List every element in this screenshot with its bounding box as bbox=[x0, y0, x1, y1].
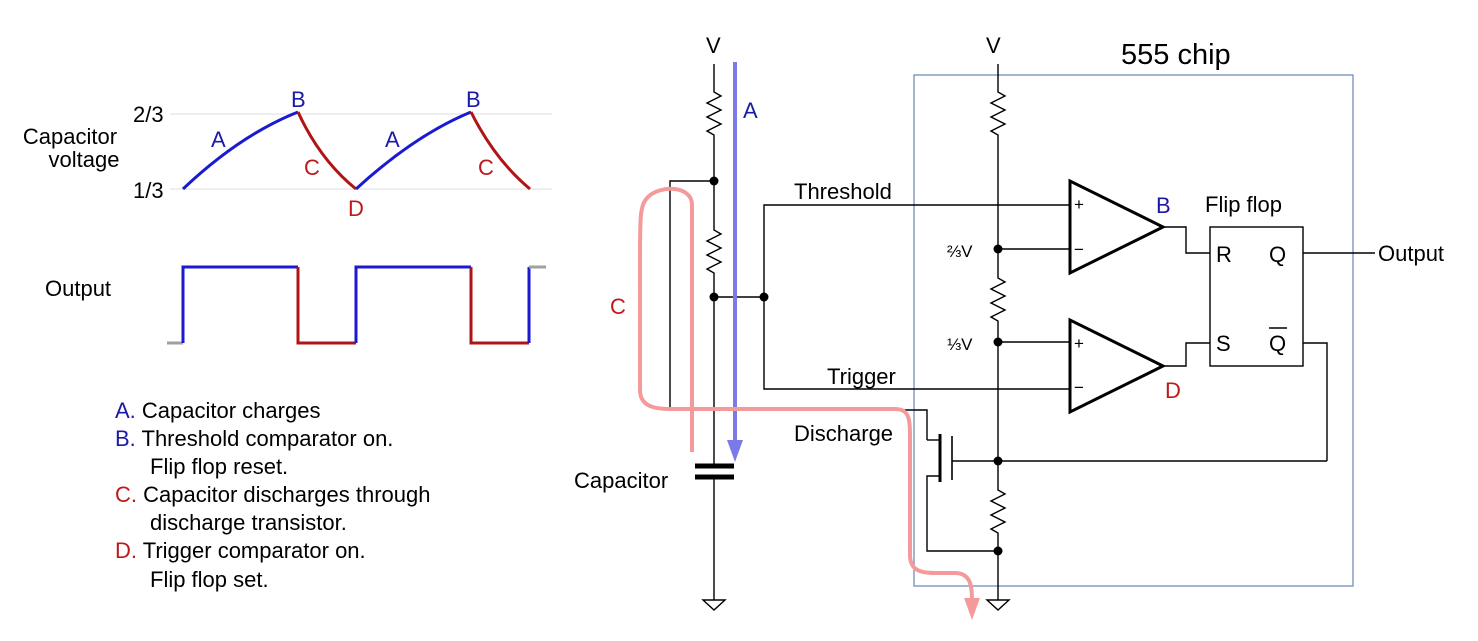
trigger-comparator-triangle bbox=[1068, 317, 1167, 415]
graph-label-a2: A bbox=[385, 127, 400, 152]
discharge-path-line bbox=[638, 186, 974, 601]
wire-qbar-to-gate bbox=[1303, 342, 1328, 461]
legend-item-b: B. Threshold comparator on. bbox=[115, 426, 393, 451]
threshold-label: Threshold bbox=[794, 179, 892, 204]
resistor-divider-1 bbox=[989, 86, 1007, 272]
flip-flop-box bbox=[1209, 226, 1304, 367]
one-third-v-label: ⅓V bbox=[947, 335, 973, 354]
charge-path-label: A bbox=[743, 98, 758, 123]
graph-label-b1: B bbox=[291, 87, 306, 112]
charge-path-arrow: A bbox=[727, 62, 758, 462]
graph-label-c1: C bbox=[304, 155, 320, 180]
legend-item-d-line2: Flip flop set. bbox=[150, 567, 269, 592]
wire-trigger bbox=[763, 297, 1070, 390]
ground-left-icon bbox=[701, 599, 727, 611]
charge-curve-1 bbox=[181, 110, 299, 191]
comparator-d-label: D bbox=[1165, 378, 1181, 403]
level-high-label: 2/3 bbox=[133, 102, 164, 127]
output-high-2 bbox=[354, 265, 471, 343]
output-low-1 bbox=[296, 267, 356, 345]
discharge-label: Discharge bbox=[794, 421, 893, 446]
flip-flop-label: Flip flop bbox=[1205, 192, 1282, 217]
threshold-plus: + bbox=[1074, 195, 1084, 214]
wire-trigger-to-s bbox=[1163, 342, 1210, 367]
comparator-b-label: B bbox=[1156, 193, 1171, 218]
resistor-divider-3 bbox=[989, 484, 1007, 600]
legend-item-d: D. Trigger comparator on. bbox=[115, 538, 366, 563]
trigger-comparator: + − D bbox=[1068, 317, 1210, 415]
chip-title: 555 chip bbox=[1121, 39, 1231, 71]
wire-discharge-node bbox=[669, 180, 928, 440]
flip-flop-r: R bbox=[1216, 242, 1232, 267]
flip-flop-qbar: Q bbox=[1269, 331, 1286, 356]
trigger-minus: − bbox=[1074, 378, 1084, 397]
graph-label-c2: C bbox=[478, 155, 494, 180]
capacitor-voltage-graph: Capacitor voltage 2/3 1/3 A B C D A B C bbox=[23, 87, 552, 221]
legend-item-c: C. Capacitor discharges through bbox=[115, 482, 431, 507]
output-waveform-label: Output bbox=[45, 276, 111, 301]
discharge-transistor bbox=[926, 434, 1327, 552]
legend-item-a: A. Capacitor charges bbox=[115, 398, 320, 423]
wire-threshold bbox=[763, 204, 1070, 297]
legend-item-c-line2: discharge transistor. bbox=[150, 510, 347, 535]
internal-divider: V ⅔V ⅓V bbox=[947, 33, 1070, 611]
legend: A. Capacitor charges B. Threshold compar… bbox=[115, 398, 431, 592]
resistor-ra bbox=[705, 86, 723, 181]
discharge-curve-1 bbox=[296, 111, 357, 191]
graph-label-b2: B bbox=[466, 87, 481, 112]
output-label: Output bbox=[1378, 241, 1444, 266]
graph-label-a1: A bbox=[211, 127, 226, 152]
resistor-rb bbox=[705, 225, 723, 297]
transistor-source-lead bbox=[926, 475, 998, 552]
flip-flop: Flip flop R Q S Q Output bbox=[1205, 192, 1444, 461]
output-high-1 bbox=[181, 265, 298, 343]
supply-right-label: V bbox=[986, 33, 1001, 58]
threshold-comparator-triangle bbox=[1068, 178, 1167, 276]
graph-label-d: D bbox=[348, 196, 364, 221]
discharge-path-label: C bbox=[610, 294, 626, 319]
discharge-curve-2 bbox=[469, 111, 531, 191]
resistor-divider-2 bbox=[989, 272, 1007, 484]
capacitor-voltage-label-line1: Capacitor bbox=[23, 124, 117, 149]
level-low-label: 1/3 bbox=[133, 178, 164, 203]
ground-right-icon bbox=[985, 599, 1011, 611]
two-thirds-v-label: ⅔V bbox=[947, 242, 973, 261]
chip-boundary bbox=[913, 74, 1354, 587]
flip-flop-q: Q bbox=[1269, 242, 1286, 267]
trigger-plus: + bbox=[1074, 334, 1084, 353]
discharge-path-arrowhead bbox=[964, 598, 980, 620]
supply-left-label: V bbox=[706, 33, 721, 58]
capacitor-label: Capacitor bbox=[574, 468, 668, 493]
wire-threshold-to-r bbox=[1163, 226, 1210, 254]
charge-curve-2 bbox=[354, 110, 472, 191]
legend-item-b-line2: Flip flop reset. bbox=[150, 454, 288, 479]
charge-path-arrowhead bbox=[727, 440, 743, 462]
threshold-comparator: + − B bbox=[1068, 178, 1210, 276]
output-waveform: Output bbox=[45, 265, 546, 345]
discharge-path-arrow: C bbox=[610, 186, 980, 620]
threshold-minus: − bbox=[1074, 240, 1084, 259]
flip-flop-s: S bbox=[1216, 331, 1231, 356]
capacitor-voltage-label-line2: voltage bbox=[49, 147, 120, 172]
output-low-2 bbox=[469, 267, 529, 345]
trigger-label: Trigger bbox=[827, 364, 896, 389]
